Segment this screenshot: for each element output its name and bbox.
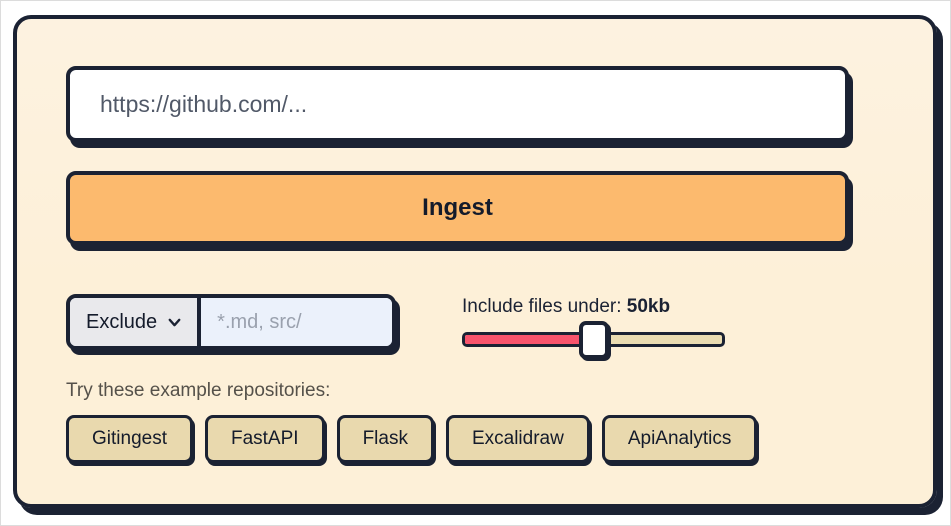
chevron-down-icon <box>166 314 183 331</box>
ingest-button[interactable]: Ingest <box>66 171 849 245</box>
filters-row: Exclude Include files under: 50kb <box>66 294 849 359</box>
example-repo-button[interactable]: Excalidraw <box>445 415 590 463</box>
slider-label-text: Include files under: <box>462 296 622 317</box>
slider-thumb[interactable] <box>578 320 609 359</box>
pattern-input[interactable] <box>201 298 392 346</box>
repo-url-input[interactable] <box>66 66 849 142</box>
pattern-mode-label: Exclude <box>86 310 158 333</box>
example-repo-button[interactable]: FastAPI <box>204 415 325 463</box>
example-repo-button[interactable]: Flask <box>336 415 434 463</box>
ingest-card: Ingest Exclude Include <box>13 15 937 508</box>
slider-value: 50kb <box>626 296 671 317</box>
examples-heading: Try these example repositories: <box>66 380 331 401</box>
pattern-filter-group: Exclude <box>66 294 396 350</box>
example-repo-button[interactable]: ApiAnalytics <box>601 415 758 463</box>
pattern-mode-select[interactable]: Exclude <box>70 298 202 346</box>
example-repo-button[interactable]: Gitingest <box>66 415 193 463</box>
file-size-slider-track[interactable] <box>462 320 725 359</box>
file-size-slider-group: Include files under: 50kb <box>462 294 725 359</box>
slider-fill <box>465 335 594 344</box>
card-content: Ingest Exclude Include <box>17 19 933 463</box>
slider-label: Include files under: 50kb <box>462 296 725 318</box>
